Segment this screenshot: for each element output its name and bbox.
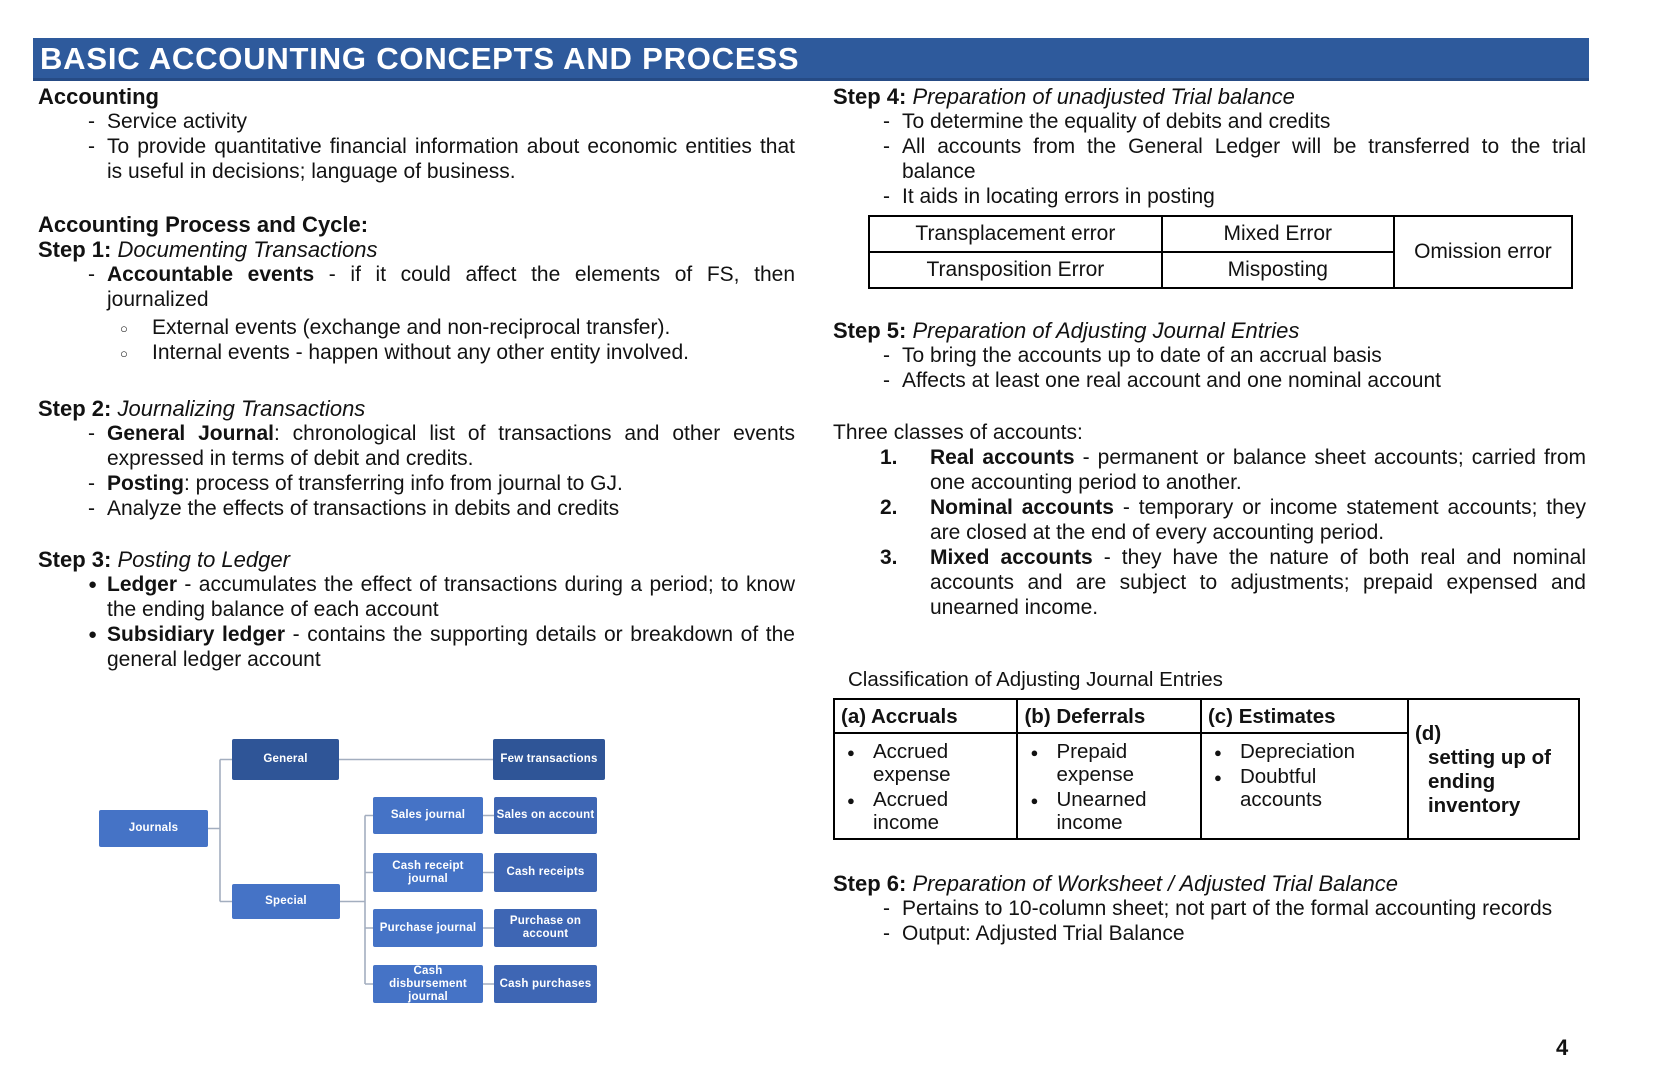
circle-marker [120,341,128,366]
table-row: Transplacement error Mixed Error Omissio… [868,215,1574,289]
diagram-node-few-transactions: Few transactions [493,739,605,780]
page-title: BASIC ACCOUNTING CONCEPTS AND PROCESS [40,40,800,76]
section-header-bar: BASIC ACCOUNTING CONCEPTS AND PROCESS [33,38,1589,81]
table-header-row: (a) Accruals (b) Deferrals (c) Estimates… [832,698,1581,840]
list-item: Affects at least one real account and on… [883,368,1586,393]
accounting-heading: Accounting [38,84,159,109]
dash-marker [883,896,890,921]
diagram-node-general: General [232,739,339,780]
table-cell-omission: Omission error [1392,215,1574,289]
table-row: Accrued expense Accrued income Prepaid e… [832,732,1579,840]
diagram-node-purchase-on-account: Purchase on account [494,909,597,947]
table-cell: Transplacement error [868,215,1163,253]
list-item: 2. Nominal accounts - temporary or incom… [880,496,1586,544]
list-item: Internal events - happen without any oth… [120,340,795,365]
dash-marker [883,109,890,134]
dash-marker [88,109,95,134]
bullet-marker [88,622,97,647]
dash-marker [883,921,890,946]
adjusting-entries-table: (a) Accruals (b) Deferrals (c) Estimates… [832,698,1581,840]
list-item: Pertains to 10-column sheet; not part of… [883,896,1586,921]
dash-marker [883,184,890,209]
list-item: 3. Mixed accounts - they have the nature… [880,546,1586,619]
list-item: Subsidiary ledger - contains the support… [88,622,795,672]
list-item: Service activity [88,109,795,134]
list-item: To bring the accounts up to date of an a… [883,343,1586,368]
bullet-marker [88,572,97,597]
step5-heading: Step 5: Preparation of Adjusting Journal… [833,318,1300,343]
list-item: Unearned income [1030,788,1193,834]
bullet-marker [1030,741,1038,764]
dash-marker [883,134,890,159]
column-header: (a) Accruals [832,698,1019,734]
list-item: External events (exchange and non-recipr… [120,315,795,340]
list-item: Depreciation [1214,740,1401,763]
diagram-connectors [208,758,494,985]
aje-table-caption: Classification of Adjusting Journal Entr… [848,668,1223,691]
dash-marker [88,421,95,446]
diagram-node-cash-receipts: Cash receipts [494,853,597,892]
bullet-marker [1214,741,1222,764]
list-item: Output: Adjusted Trial Balance [883,921,1586,946]
page-number: 4 [1556,1035,1569,1060]
diagram-node-sales-on-account: Sales on account [494,797,597,834]
bullet-marker [1214,766,1222,789]
table-cell: Misposting [1160,251,1395,289]
step1-heading: Step 1: Documenting Transactions [38,237,378,262]
right-column: Step 4: Preparation of unadjusted Trial … [832,84,1586,946]
list-item: 1. Real accounts - permanent or balance … [880,446,1586,494]
column-header: (b) Deferrals [1016,698,1202,734]
table-cell: Transposition Error [868,251,1163,289]
list-item: To determine the equality of debits and … [883,109,1586,134]
dash-marker [88,471,95,496]
table-cell: Mixed Error [1160,215,1395,253]
dash-marker [883,368,890,393]
dash-marker [883,343,890,368]
list-item: General Journal: chronological list of t… [88,421,795,471]
list-item: Accrued expense [847,740,1010,786]
bullet-marker [1030,789,1038,812]
list-item: Doubtful accounts [1214,765,1401,811]
list-item: Accrued income [847,788,1010,834]
diagram-node-special: Special [232,884,340,919]
diagram-node-cash-receipt-journal: Cash receipt journal [373,853,483,892]
step6-heading: Step 6: Preparation of Worksheet / Adjus… [833,871,1398,896]
diagram-node-journals: Journals [99,810,208,847]
diagram-node-sales-journal: Sales journal [373,797,483,834]
table-cell-d: (d) setting up of ending inventory [1406,698,1581,840]
column-header: (c) Estimates [1199,698,1409,734]
dash-marker [88,262,95,287]
step3-heading: Step 3: Posting to Ledger [38,547,290,572]
diagram-node-purchase-journal: Purchase journal [373,909,483,947]
step2-heading: Step 2: Journalizing Transactions [38,396,366,421]
diagram-node-cash-purchases: Cash purchases [494,965,597,1003]
dash-marker [88,134,95,159]
table-cell: Depreciation Doubtful accounts [1199,732,1409,840]
list-item: Ledger - accumulates the effect of trans… [88,572,795,622]
list-item: All accounts from the General Ledger wil… [883,134,1586,184]
list-item: Posting: process of transferring info fr… [88,471,795,496]
bullet-marker [847,741,855,764]
circle-marker [120,316,128,341]
list-item: Prepaid expense [1030,740,1193,786]
dash-marker [88,496,95,521]
process-cycle-heading: Accounting Process and Cycle: [38,212,369,237]
list-item: Analyze the effects of transactions in d… [88,496,795,521]
three-classes-heading: Three classes of accounts: [833,421,1083,444]
list-item: To provide quantitative financial inform… [88,134,795,184]
table-cell: Prepaid expense Unearned income [1016,732,1202,840]
table-cell: Accrued expense Accrued income [832,732,1019,840]
diagram-node-cash-disbursement-journal: Cash disbursement journal [373,965,483,1003]
list-item: It aids in locating errors in posting [883,184,1586,209]
table-row: Transposition Error Misposting [868,251,1572,289]
journals-diagram: Journals General Few transactions Sales … [95,725,705,1010]
posting-errors-table: Transplacement error Mixed Error Omissio… [868,215,1574,289]
list-item: Accountable events - if it could affect … [88,262,795,312]
step4-heading: Step 4: Preparation of unadjusted Trial … [833,84,1295,109]
bullet-marker [847,789,855,812]
left-column: Accounting Service activity To provide q… [38,84,795,672]
